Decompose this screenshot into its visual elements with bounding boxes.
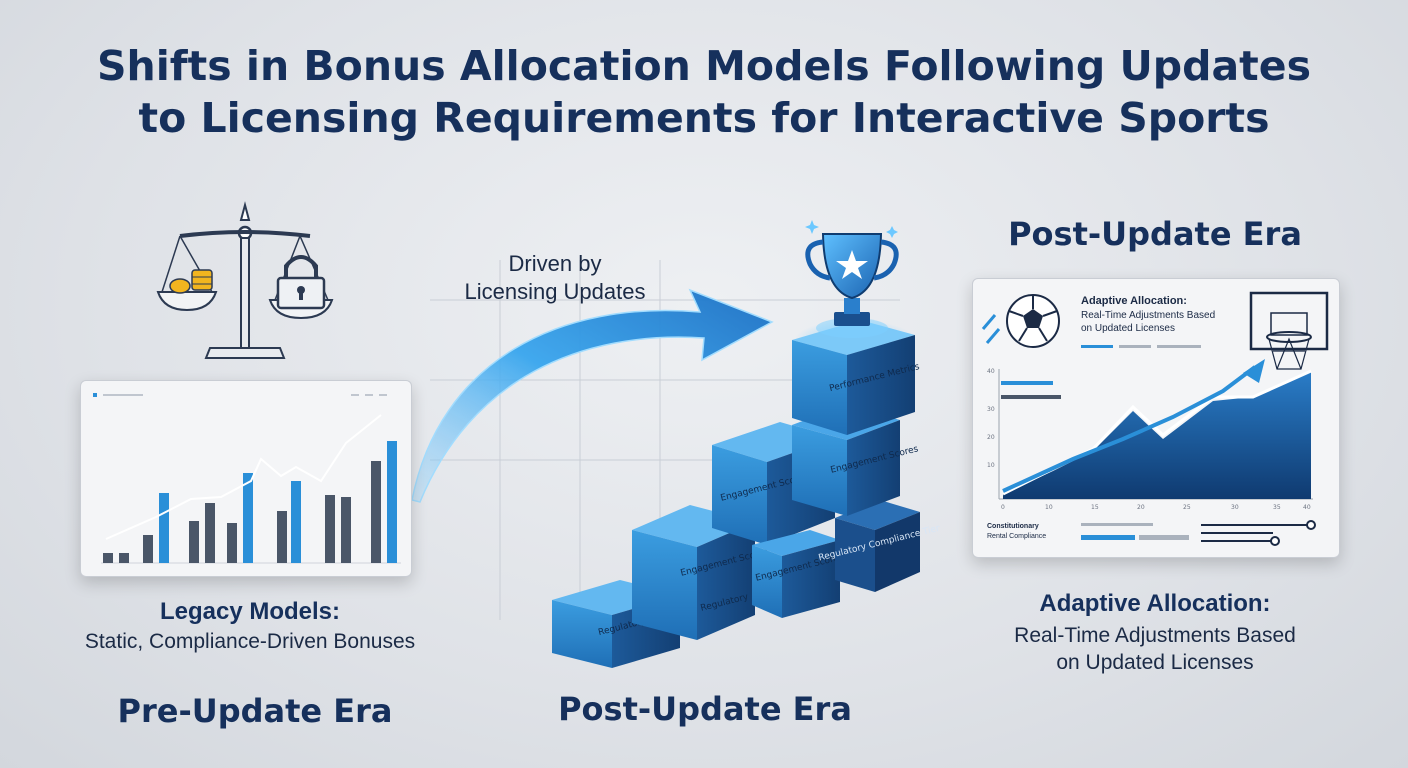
svg-text:20: 20	[1137, 504, 1145, 511]
block-compliance-tiers: Regulatory Compliance Tiers	[818, 500, 940, 592]
legacy-subtext: Static, Compliance-Driven Bonuses	[84, 630, 416, 653]
panel-heading: Adaptive Allocation:	[1081, 295, 1187, 307]
legacy-heading: Legacy Models:	[159, 598, 341, 625]
legacy-description: Legacy Models: Static, Compliance-Driven…	[40, 598, 460, 654]
svg-text:10: 10	[987, 462, 995, 469]
arrow-label-line-2: Licensing Updates	[464, 279, 646, 304]
panel-footer-1: Constitutionary	[987, 523, 1039, 530]
svg-text:40: 40	[1303, 504, 1311, 511]
right-era-label: Post-Update Era	[1008, 215, 1302, 253]
legacy-bar	[341, 497, 351, 563]
svg-text:40: 40	[987, 368, 995, 375]
legacy-bar	[159, 493, 169, 563]
legacy-bar	[205, 503, 215, 563]
legacy-bar	[325, 495, 335, 563]
svg-text:35: 35	[1273, 504, 1281, 511]
panel-subtext-2: on Updated Licenses	[1081, 323, 1175, 334]
stair-blocks: Regulatory Metrics Engagement Scores Reg…	[552, 220, 940, 668]
trophy-icon	[805, 220, 899, 338]
legacy-chart	[93, 393, 401, 564]
title-line-1: Shifts in Bonus Allocation Models Follow…	[97, 42, 1311, 90]
svg-text:15: 15	[1091, 504, 1099, 511]
legacy-bar	[227, 523, 237, 563]
panel-subtext-1: Real-Time Adjustments Based	[1081, 310, 1216, 321]
svg-text:30: 30	[1231, 504, 1239, 511]
legacy-bar	[103, 553, 113, 563]
panel-footer-2: Rental Compliance	[987, 533, 1047, 540]
arrow-label: Driven by Licensing Updates	[420, 250, 690, 306]
scale-icon	[156, 201, 334, 359]
adaptive-subtext-2: on Updated Licenses	[1056, 651, 1254, 674]
title-line-2: to Licensing Requirements for Interactiv…	[138, 94, 1270, 142]
soccer-ball-icon	[981, 294, 1060, 348]
pre-update-era-label: Pre-Update Era	[117, 692, 393, 730]
center-era-label: Post-Update Era	[558, 690, 852, 728]
svg-text:20: 20	[987, 434, 995, 441]
svg-text:25: 25	[1183, 504, 1191, 511]
growth-arrow	[411, 288, 774, 503]
svg-text:0: 0	[1001, 504, 1005, 511]
adaptive-description: Adaptive Allocation: Real-Time Adjustmen…	[975, 590, 1335, 676]
svg-text:30: 30	[987, 406, 995, 413]
svg-text:10: 10	[1045, 504, 1053, 511]
adaptive-heading: Adaptive Allocation:	[1039, 590, 1271, 617]
legacy-bar	[143, 535, 153, 563]
adaptive-chart-panel: 40 30 20 10 0 10 15 20 25 30 35 40 Adapt…	[972, 278, 1340, 558]
legacy-bar	[387, 441, 397, 563]
legacy-bar	[277, 511, 287, 563]
legacy-bar	[371, 461, 381, 563]
lock-icon	[276, 255, 326, 310]
block-regulatory-metrics: Regulatory Metrics	[552, 580, 682, 668]
legacy-chart-panel	[80, 380, 412, 577]
coins-icon	[169, 269, 213, 294]
adaptive-subtext-1: Real-Time Adjustments Based	[1014, 624, 1296, 647]
basketball-hoop-icon	[1249, 291, 1329, 370]
legacy-bar	[243, 473, 253, 563]
adaptive-chart: 40 30 20 10 0 10 15 20 25 30 35 40	[981, 291, 1329, 546]
legacy-bar	[291, 481, 301, 563]
legacy-bar	[119, 553, 129, 563]
page-title: Shifts in Bonus Allocation Models Follow…	[0, 40, 1408, 144]
star-icon	[836, 250, 868, 279]
arrow-label-line-1: Driven by	[508, 251, 602, 276]
legacy-bar	[189, 521, 199, 563]
